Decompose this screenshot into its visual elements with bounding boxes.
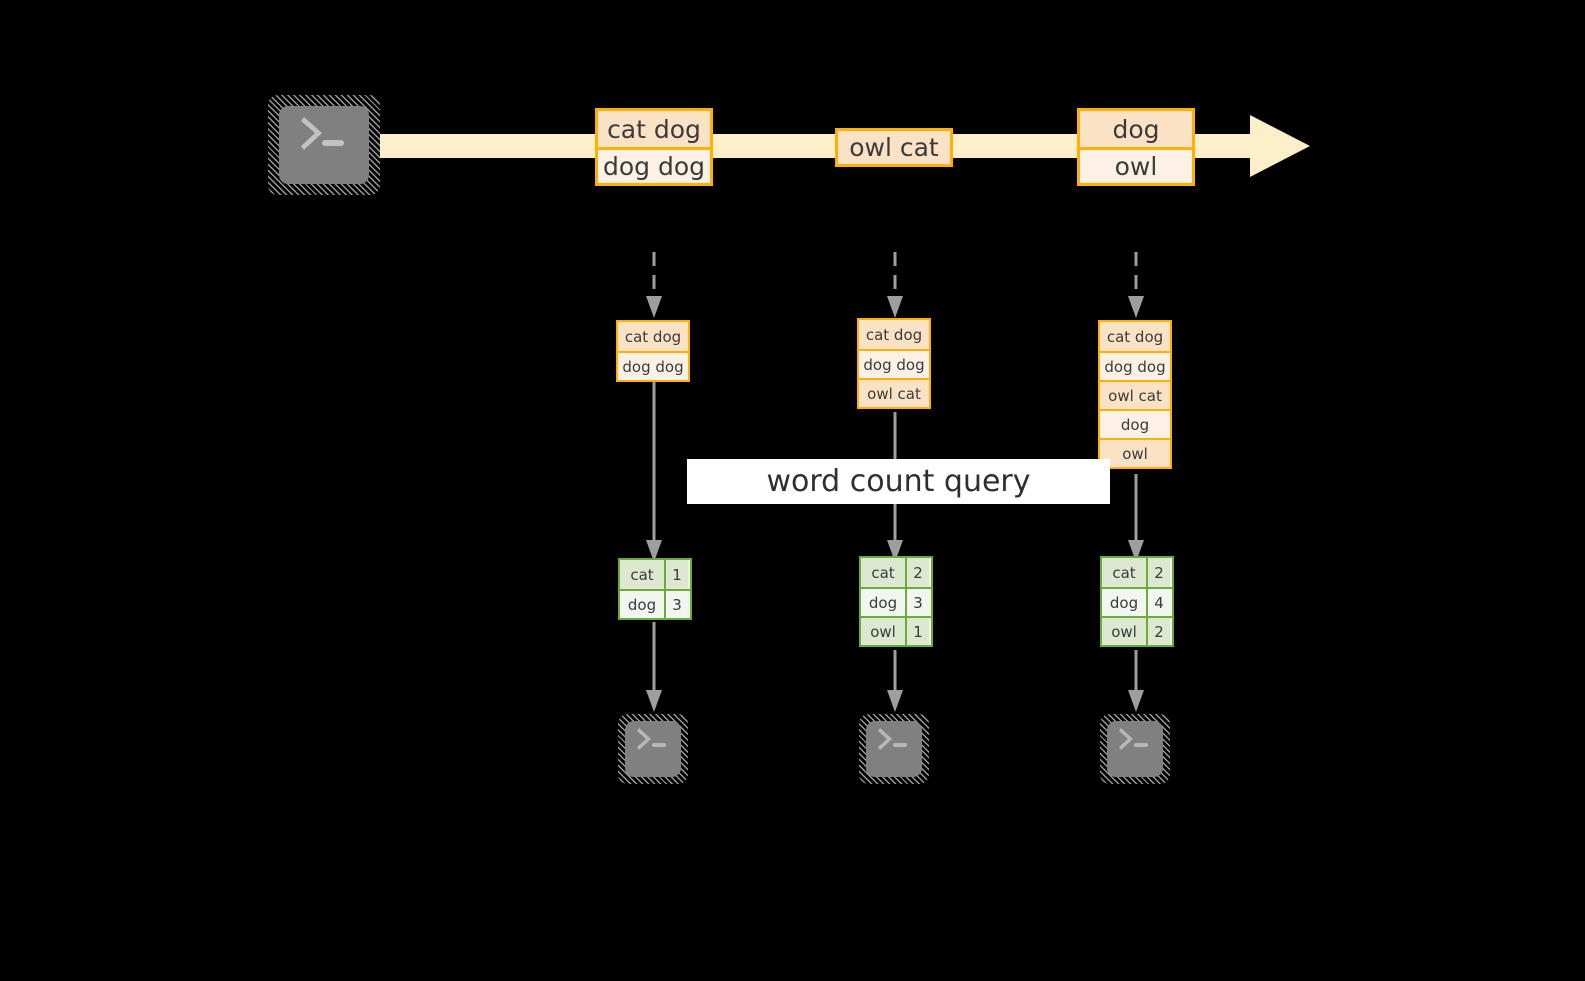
terminal-body (625, 721, 681, 777)
snapshot-event: dog dog (859, 349, 929, 378)
result-1: cat 1 dog 3 (618, 558, 692, 620)
snapshot-event: dog dog (1100, 351, 1170, 380)
result-3: cat 2 dog 4 owl 2 (1100, 556, 1174, 647)
sink-terminal-icon-1 (618, 714, 688, 784)
result-to-sink-connector-2 (886, 650, 904, 714)
result-word: cat (861, 558, 905, 587)
stream-event-group-3: dog owl (1077, 108, 1195, 186)
result-word: owl (861, 618, 905, 645)
banner-label: word count query (766, 464, 1031, 499)
snapshot-event: cat dog (1100, 322, 1170, 351)
terminal-body (1107, 721, 1163, 777)
source-terminal-icon (268, 95, 380, 195)
snapshot-to-result-connector-1 (645, 382, 663, 564)
result-word: dog (861, 589, 905, 616)
stream-to-snapshot-connector-3 (1127, 252, 1145, 320)
stream-event: owl cat (838, 131, 950, 164)
result-count: 4 (1146, 589, 1170, 616)
word-count-query-banner: word count query (687, 459, 1110, 504)
result-count: 2 (1146, 618, 1170, 645)
result-word: owl (1102, 618, 1146, 645)
snapshot-event: owl (1100, 438, 1170, 467)
stream-event: owl (1080, 147, 1192, 183)
stream-event-group-1: cat dog dog dog (595, 108, 713, 186)
result-row: owl 2 (1102, 616, 1172, 645)
snapshot-event: dog (1100, 409, 1170, 438)
terminal-body (279, 106, 369, 184)
snapshot-2: cat dog dog dog owl cat (857, 318, 931, 409)
sink-terminal-icon-3 (1100, 714, 1170, 784)
result-count: 2 (1146, 558, 1170, 587)
result-row: cat 2 (1102, 558, 1172, 587)
terminal-body (866, 721, 922, 777)
stream-event: cat dog (598, 111, 710, 147)
result-word: dog (620, 591, 664, 618)
result-count: 1 (664, 560, 688, 589)
result-row: dog 3 (620, 589, 690, 618)
stream-to-snapshot-connector-2 (886, 252, 904, 320)
result-count: 3 (664, 591, 688, 618)
result-row: cat 2 (861, 558, 931, 587)
result-2: cat 2 dog 3 owl 1 (859, 556, 933, 647)
snapshot-event: cat dog (618, 322, 688, 351)
snapshot-to-result-connector-3 (1127, 474, 1145, 564)
result-count: 1 (905, 618, 929, 645)
stream-event: dog dog (598, 147, 710, 183)
sink-terminal-icon-2 (859, 714, 929, 784)
result-word: cat (620, 560, 664, 589)
result-to-sink-connector-1 (645, 622, 663, 714)
snapshot-event: owl cat (1100, 380, 1170, 409)
snapshot-event: cat dog (859, 320, 929, 349)
result-row: dog 4 (1102, 587, 1172, 616)
stream-event: dog (1080, 111, 1192, 147)
snapshot-event: owl cat (859, 378, 929, 407)
result-word: cat (1102, 558, 1146, 587)
result-word: dog (1102, 589, 1146, 616)
result-row: cat 1 (620, 560, 690, 589)
snapshot-1: cat dog dog dog (616, 320, 690, 382)
result-count: 3 (905, 589, 929, 616)
snapshot-3: cat dog dog dog owl cat dog owl (1098, 320, 1172, 469)
snapshot-event: dog dog (618, 351, 688, 380)
result-to-sink-connector-3 (1127, 650, 1145, 714)
stream-to-snapshot-connector-1 (645, 252, 663, 320)
result-count: 2 (905, 558, 929, 587)
result-row: owl 1 (861, 616, 931, 645)
result-row: dog 3 (861, 587, 931, 616)
stream-event-group-2: owl cat (835, 128, 953, 167)
